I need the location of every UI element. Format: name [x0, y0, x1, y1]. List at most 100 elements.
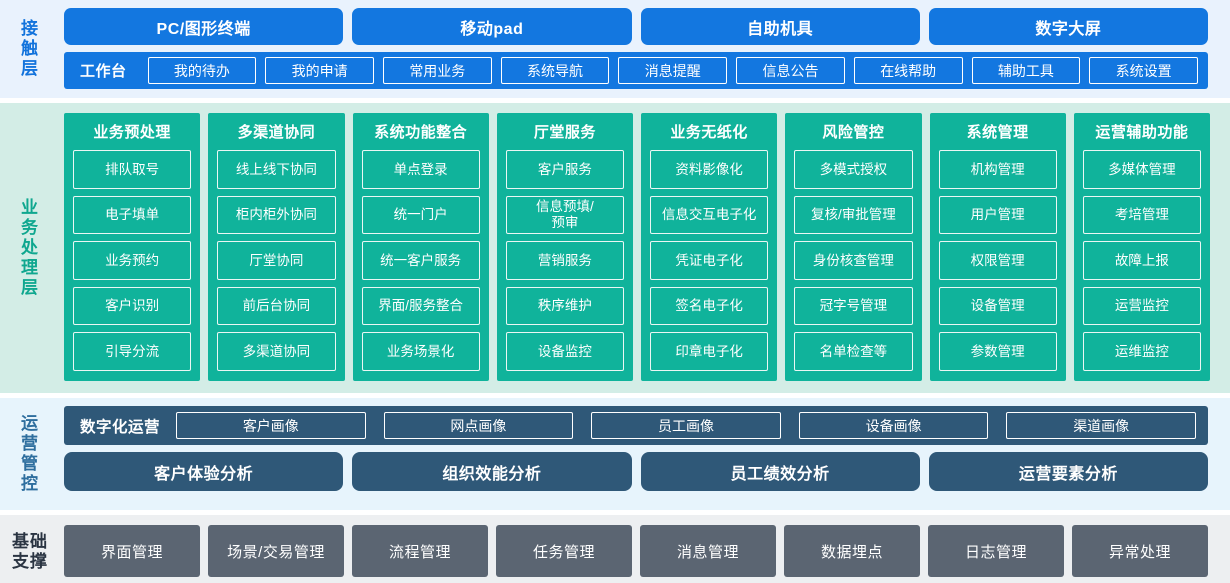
workbench-item-label: 我的申请: [291, 62, 348, 79]
workbench-item[interactable]: 我的申请: [265, 57, 374, 84]
channel-chip[interactable]: PC/图形终端: [64, 8, 344, 45]
business-column: 厅堂服务客户服务信息预填/ 预审营销服务秩序维护设备监控: [496, 113, 633, 381]
business-item[interactable]: 用户管理: [938, 195, 1057, 235]
workbench-item-label: 辅助工具: [997, 62, 1054, 79]
business-item[interactable]: 考培管理: [1082, 195, 1201, 235]
base-chip[interactable]: 界面管理: [64, 525, 200, 577]
digital-operations-bar: 数字化运营 客户画像网点画像员工画像设备画像渠道画像: [64, 406, 1208, 445]
channel-chip[interactable]: 数字大屏: [928, 8, 1208, 45]
business-item[interactable]: 签名电子化: [650, 286, 769, 326]
workbench-item[interactable]: 辅助工具: [971, 57, 1081, 84]
business-column-title: 系统管理: [966, 124, 1029, 141]
business-item[interactable]: 排队取号: [73, 150, 192, 189]
base-chip[interactable]: 消息管理: [640, 525, 776, 577]
business-item[interactable]: 秩序维护: [505, 286, 624, 326]
business-item[interactable]: 业务预约: [73, 241, 192, 280]
analysis-chip[interactable]: 客户体验分析: [64, 452, 344, 491]
business-item-label: 设备监控: [537, 343, 592, 359]
business-item-label: 业务场景化: [386, 343, 455, 359]
business-column: 运营辅助功能多媒体管理考培管理故障上报运营监控运维监控: [1073, 113, 1210, 381]
layer-base-label-line2: 支撑: [12, 551, 48, 571]
business-item[interactable]: 权限管理: [938, 241, 1057, 280]
business-item[interactable]: 线上线下协同: [217, 150, 336, 189]
business-item[interactable]: 设备监控: [505, 332, 624, 371]
business-item[interactable]: 身份核查管理: [794, 241, 913, 280]
workbench-item-label: 在线帮助: [880, 62, 937, 79]
business-item[interactable]: 设备管理: [938, 286, 1057, 326]
analysis-chip[interactable]: 组织效能分析: [352, 452, 632, 491]
business-item[interactable]: 复核/审批管理: [794, 195, 913, 235]
business-item-label: 信息预填/ 预审: [535, 199, 594, 230]
business-item-label: 复核/审批管理: [810, 207, 896, 223]
business-item[interactable]: 多媒体管理: [1082, 150, 1201, 189]
portrait-item[interactable]: 渠道画像: [1006, 412, 1196, 439]
portrait-item[interactable]: 客户画像: [176, 412, 366, 439]
workbench-bar: 工作台 我的待办我的申请常用业务系统导航消息提醒信息公告在线帮助辅助工具系统设置: [64, 52, 1208, 89]
business-item-label: 资料影像化: [675, 161, 743, 177]
base-chip[interactable]: 场景/交易管理: [208, 525, 344, 577]
base-chip-label: 异常处理: [1108, 543, 1171, 561]
layer-base-label: 基础 支撑: [0, 515, 60, 583]
base-chip[interactable]: 数据埋点: [784, 525, 920, 577]
layer-business: 业务处理层 业务预处理排队取号电子填单业务预约客户识别引导分流多渠道协同线上线下…: [0, 103, 1230, 393]
business-item[interactable]: 信息预填/ 预审: [505, 195, 624, 235]
workbench-item[interactable]: 在线帮助: [853, 57, 963, 84]
business-item[interactable]: 运营监控: [1082, 286, 1201, 326]
business-item-label: 签名电子化: [675, 298, 743, 314]
workbench-item[interactable]: 消息提醒: [618, 57, 728, 84]
business-item[interactable]: 柜内柜外协同: [217, 195, 336, 235]
workbench-item[interactable]: 系统设置: [1089, 57, 1198, 84]
workbench-item[interactable]: 常用业务: [382, 57, 492, 84]
business-item[interactable]: 参数管理: [938, 332, 1057, 371]
business-column: 多渠道协同线上线下协同柜内柜外协同厅堂协同前后台协同多渠道协同: [208, 113, 345, 381]
channel-chip[interactable]: 移动pad: [352, 8, 632, 45]
analysis-chip[interactable]: 运营要素分析: [928, 452, 1208, 491]
analysis-chip[interactable]: 员工绩效分析: [640, 452, 920, 491]
business-item[interactable]: 凭证电子化: [650, 241, 769, 280]
business-item[interactable]: 界面/服务整合: [361, 286, 480, 326]
business-item[interactable]: 印章电子化: [650, 332, 769, 371]
business-item[interactable]: 引导分流: [73, 332, 192, 371]
workbench-item[interactable]: 信息公告: [736, 57, 845, 84]
business-item-label: 统一客户服务: [380, 252, 462, 268]
portrait-item[interactable]: 设备画像: [798, 412, 989, 439]
portrait-item[interactable]: 员工画像: [591, 412, 781, 439]
base-chip[interactable]: 流程管理: [352, 525, 488, 577]
workbench-item[interactable]: 系统导航: [500, 57, 610, 84]
portrait-item-label: 渠道画像: [1073, 417, 1130, 434]
business-item-list: 客户服务信息预填/ 预审营销服务秩序维护设备监控: [505, 150, 624, 371]
business-item[interactable]: 电子填单: [73, 195, 192, 235]
business-item[interactable]: 资料影像化: [650, 150, 769, 189]
business-item-label: 权限管理: [970, 252, 1025, 268]
channel-chip[interactable]: 自助机具: [640, 8, 920, 45]
portrait-item[interactable]: 网点画像: [383, 412, 574, 439]
business-item[interactable]: 信息交互电子化: [650, 195, 769, 235]
business-item[interactable]: 多渠道协同: [217, 332, 336, 371]
business-item[interactable]: 运维监控: [1082, 332, 1201, 371]
business-item[interactable]: 机构管理: [938, 150, 1057, 189]
base-chip-label: 消息管理: [676, 543, 739, 561]
business-item[interactable]: 营销服务: [505, 241, 624, 280]
business-item[interactable]: 统一客户服务: [361, 241, 480, 280]
business-item[interactable]: 统一门户: [361, 195, 480, 235]
base-chip[interactable]: 任务管理: [496, 525, 632, 577]
business-item[interactable]: 客户服务: [505, 150, 624, 189]
business-item[interactable]: 多模式授权: [794, 150, 913, 189]
layer-business-body: 业务预处理排队取号电子填单业务预约客户识别引导分流多渠道协同线上线下协同柜内柜外…: [60, 103, 1230, 393]
business-item[interactable]: 冠字号管理: [794, 286, 913, 326]
business-item[interactable]: 厅堂协同: [217, 241, 336, 280]
base-chip[interactable]: 日志管理: [928, 525, 1064, 577]
business-item[interactable]: 前后台协同: [217, 286, 336, 326]
base-chip[interactable]: 异常处理: [1072, 525, 1208, 577]
business-item-label: 名单检查等: [819, 343, 888, 359]
business-item-label: 秩序维护: [537, 298, 592, 314]
business-item-label: 多渠道协同: [242, 343, 311, 359]
business-item[interactable]: 业务场景化: [361, 332, 480, 371]
business-item[interactable]: 客户识别: [73, 286, 192, 326]
base-chip-label: 流程管理: [388, 543, 451, 561]
business-item[interactable]: 名单检查等: [794, 332, 913, 371]
business-item[interactable]: 单点登录: [361, 150, 480, 189]
label-char: 营: [21, 433, 39, 453]
business-item[interactable]: 故障上报: [1082, 241, 1201, 280]
workbench-item[interactable]: 我的待办: [147, 57, 257, 84]
